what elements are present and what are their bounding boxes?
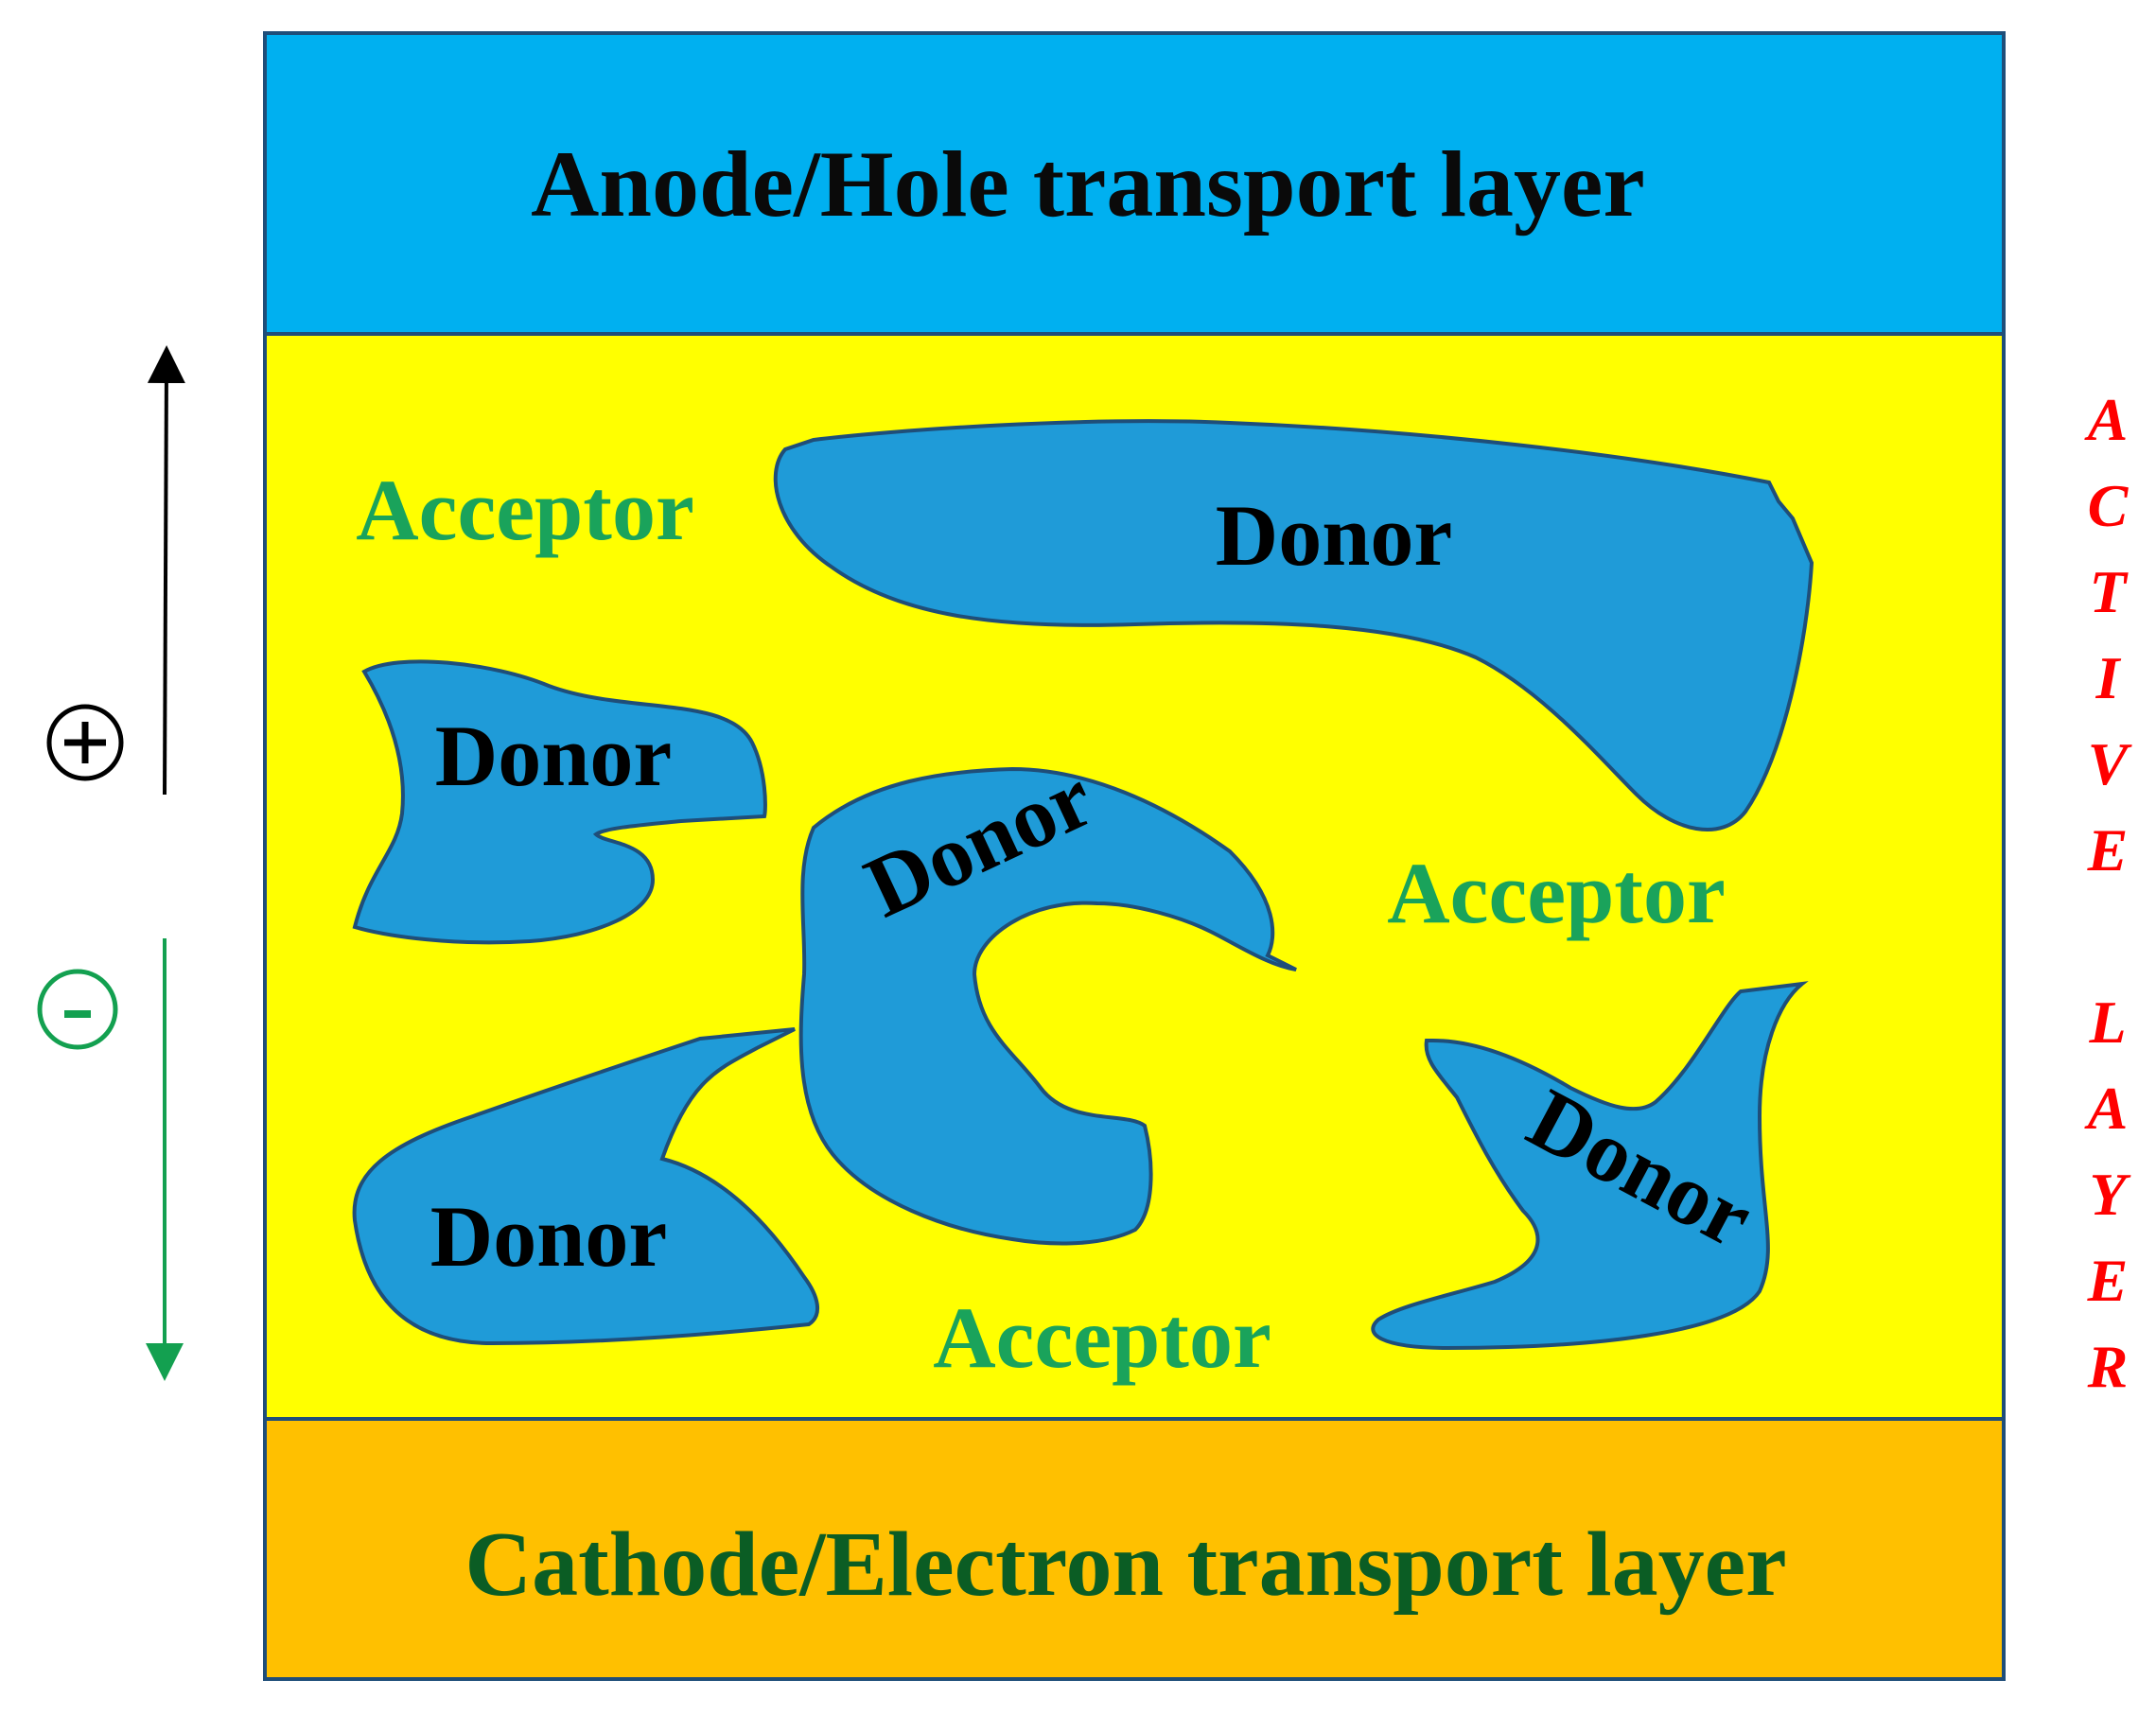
acceptor-label: Acceptor (933, 1289, 1271, 1386)
donor-domain-bottom-left (352, 1027, 819, 1346)
donor-label: Donor (435, 708, 672, 804)
active-layer-letter: C (2088, 472, 2130, 539)
anode-layer (263, 31, 2006, 336)
active-layer-letter: R (2087, 1333, 2129, 1400)
active-layer-letter: E (2087, 1247, 2129, 1314)
donor-domain-bottom-right (1371, 981, 1809, 1351)
active-layer-letter: T (2089, 558, 2129, 625)
anode-layer-label: Anode/Hole transport layer (531, 131, 1645, 236)
active-layer-letter: L (2088, 989, 2126, 1056)
acceptor-label: Acceptor (356, 462, 694, 558)
acceptor-label: Acceptor (1387, 845, 1726, 941)
active-layer-letter: Y (2089, 1161, 2130, 1228)
active-layer-letter: A (2084, 386, 2129, 453)
active-layer-letter: I (2095, 644, 2122, 711)
donor-domain-center (798, 766, 1297, 1246)
hole-transport-arrow (147, 345, 185, 796)
cathode-layer (263, 1417, 2006, 1681)
cathode-layer-label: Cathode/Electron transport layer (465, 1514, 1786, 1616)
active-layer-letter: A (2084, 1075, 2129, 1142)
donor-domain-top-right (773, 419, 1814, 831)
positive-charge-icon (46, 704, 124, 781)
donor-domains (352, 419, 1814, 1351)
active-layer-letter: V (2088, 730, 2133, 797)
donor-domain-left (352, 659, 767, 945)
negative-charge-icon (37, 969, 118, 1050)
donor-label: Donor (1216, 487, 1452, 584)
active-layer-letter: E (2087, 816, 2129, 884)
donor-label: Donor (430, 1188, 667, 1285)
